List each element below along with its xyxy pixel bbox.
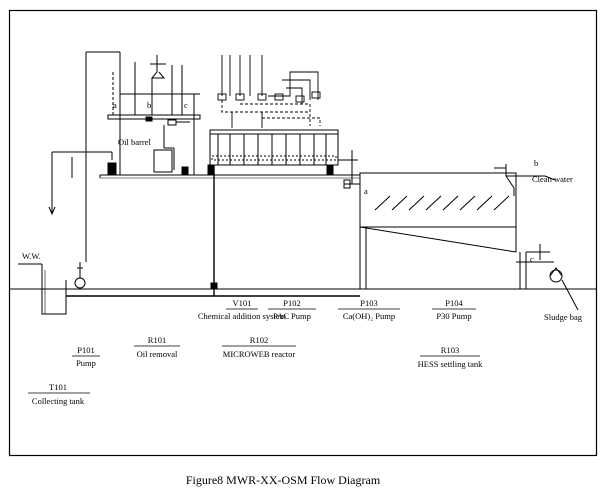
label-b-left: b: [147, 100, 151, 110]
legend-p101: P101 Pump: [72, 345, 100, 368]
legend-name: PAC Pump: [273, 311, 311, 321]
microweb-reactor-r102: [209, 129, 358, 296]
legend-name: Oil removal: [137, 349, 178, 359]
sludge-bag-label: Sludge bag: [544, 312, 583, 322]
figure-frame: [8, 9, 598, 457]
legend-code: R102: [250, 335, 268, 345]
figure-caption: Figure8 MWR-XX-OSM Flow Diagram: [186, 473, 381, 487]
label-a-left: a: [113, 100, 117, 110]
label-a-tank: a: [364, 186, 368, 196]
legend-code: R103: [441, 345, 459, 355]
legend-r103: R103 HESS settling tank: [418, 345, 483, 369]
legend-p102: P102 PAC Pump: [268, 298, 316, 321]
label-b-out: b: [534, 158, 538, 168]
legend-name: HESS settling tank: [418, 359, 483, 369]
legend-code: T101: [49, 382, 67, 392]
legend-v101: V101 Chemical addition system: [198, 298, 287, 321]
feed-pipes: [48, 51, 360, 297]
legend-r101: R101 Oil removal: [134, 335, 180, 359]
ww-label: W.W.: [22, 251, 41, 261]
legend-name: Pump: [76, 358, 96, 368]
legend-name: P30 Pump: [436, 311, 471, 321]
clean-water-label: Clean water: [532, 174, 573, 184]
label-c-out: c: [530, 254, 534, 264]
legend-r102: R102 MICROWEB reactor: [222, 335, 296, 359]
legend-name: Collecting tank: [32, 396, 85, 406]
legend-code: R101: [148, 335, 166, 345]
legend-code: P104: [445, 298, 463, 308]
oil-removal-structure: [107, 55, 201, 175]
legend-code: P101: [77, 345, 94, 355]
legend-code: V101: [233, 298, 252, 308]
hess-settling-tank-r103: [343, 164, 579, 311]
chemical-addition-system: [217, 55, 321, 128]
pump-p101: [74, 262, 86, 290]
legend-name: Ca(OH)₂ Pump: [343, 311, 395, 321]
legend-p103: P103 Ca(OH)₂ Pump: [338, 298, 400, 321]
label-c-left: c: [184, 100, 188, 110]
legend-code: P103: [360, 298, 377, 308]
collecting-tank-t101: [18, 263, 67, 315]
legend-t101: T101 Collecting tank: [28, 382, 90, 406]
legend-code: P102: [283, 298, 300, 308]
legend-p104: P104 P30 Pump: [432, 298, 476, 321]
oil-barrel-label: Oil barrel: [118, 137, 151, 147]
legend-name: MICROWEB reactor: [223, 349, 296, 359]
legend-name: Chemical addition system: [198, 311, 287, 321]
